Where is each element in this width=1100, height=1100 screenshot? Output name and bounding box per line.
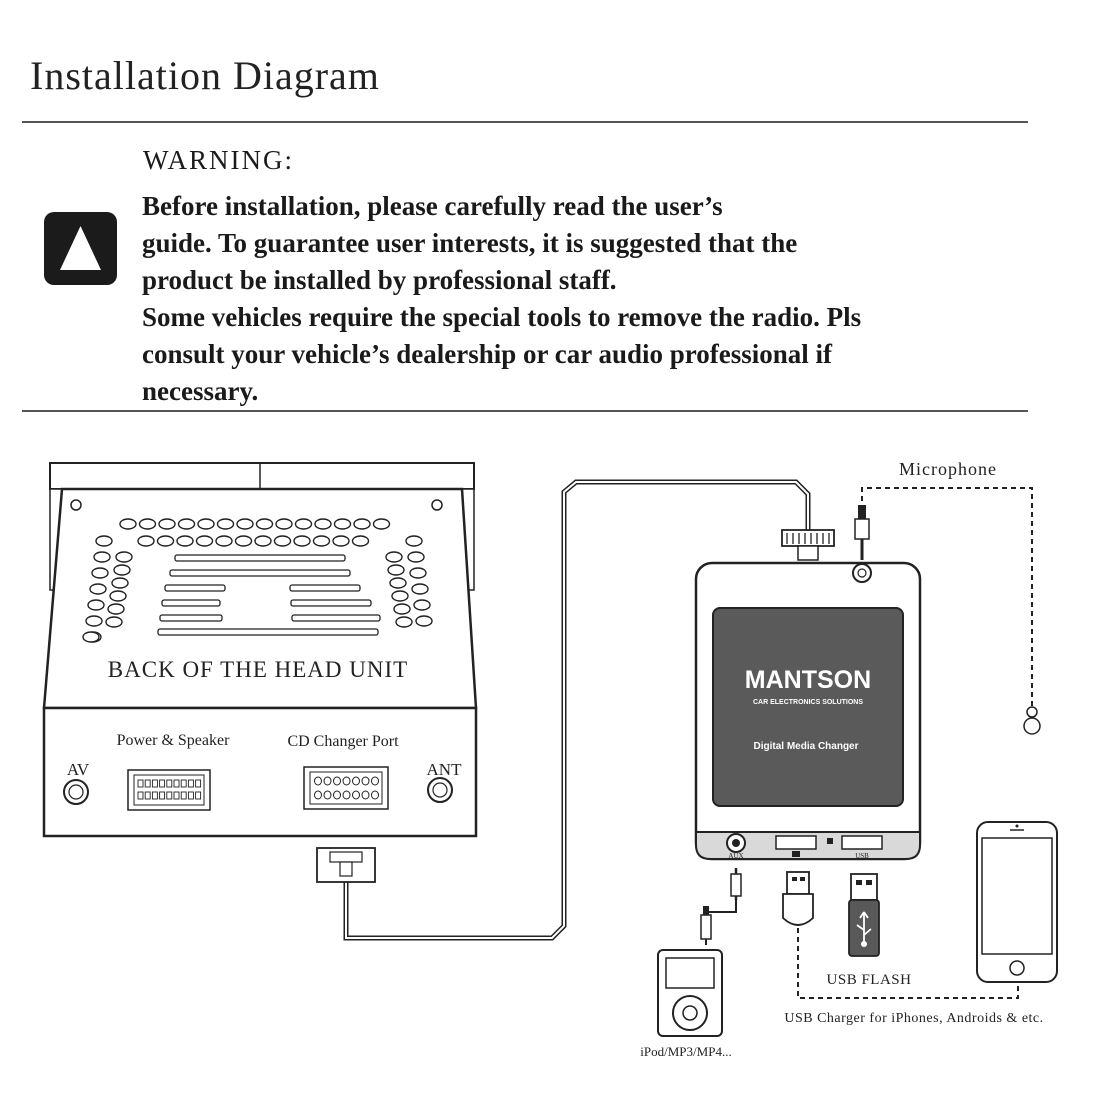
brand-tagline: CAR ELECTRONICS SOLUTIONS <box>753 699 863 706</box>
usb-flash-label: USB FLASH <box>827 972 912 988</box>
warning-line: guide. To guarantee user interests, it i… <box>142 228 798 258</box>
brand-name: MANTSON <box>745 666 871 694</box>
aux-port-label: AUX <box>728 852 743 860</box>
digital-media-changer: MANTSON CAR ELECTRONICS SOLUTIONS Digita… <box>694 561 922 861</box>
warning-line: necessary. <box>142 376 259 406</box>
vent-slots <box>157 554 381 636</box>
title-divider <box>22 121 1028 123</box>
aux-cable <box>700 868 742 945</box>
warning-triangle-icon <box>44 212 117 285</box>
warning-divider <box>22 410 1028 412</box>
vent-holes <box>82 518 433 643</box>
usb-flash-icon <box>848 873 880 957</box>
page-title: Installation Diagram <box>30 53 380 98</box>
ipod-label: iPod/MP3/MP4... <box>640 1044 731 1059</box>
usb-charger-label: USB Charger for iPhones, Androids & etc. <box>784 1011 1043 1026</box>
ant-label: ANT <box>427 760 463 779</box>
cd-changer-cable <box>316 479 835 941</box>
cd-changer-port-label: CD Changer Port <box>287 733 399 750</box>
warning-line: product be installed by professional sta… <box>142 265 617 295</box>
usb-charger-cable <box>782 871 1019 999</box>
power-speaker-connector <box>127 769 211 811</box>
head-unit: BACK OF THE HEAD UNIT Power & Speaker CD… <box>42 462 478 838</box>
smartphone-icon <box>976 821 1058 983</box>
cd-changer-connector <box>303 766 389 810</box>
power-speaker-label: Power & Speaker <box>117 732 231 749</box>
ipod-icon <box>657 949 723 1037</box>
product-name: Digital Media Changer <box>753 741 858 752</box>
av-label: AV <box>67 760 90 779</box>
warning-line: Before installation, please carefully re… <box>142 191 723 221</box>
warning-text: Before installation, please carefully re… <box>142 188 1062 410</box>
warning-line: consult your vehicle’s dealership or car… <box>142 339 833 369</box>
warning-line: Some vehicles require the special tools … <box>142 302 862 332</box>
microphone: Microphone <box>854 459 1041 735</box>
usb-port-label: USB <box>855 852 869 860</box>
head-unit-label: BACK OF THE HEAD UNIT <box>108 657 408 682</box>
microphone-label: Microphone <box>899 459 997 479</box>
warning-heading: WARNING: <box>143 145 294 175</box>
